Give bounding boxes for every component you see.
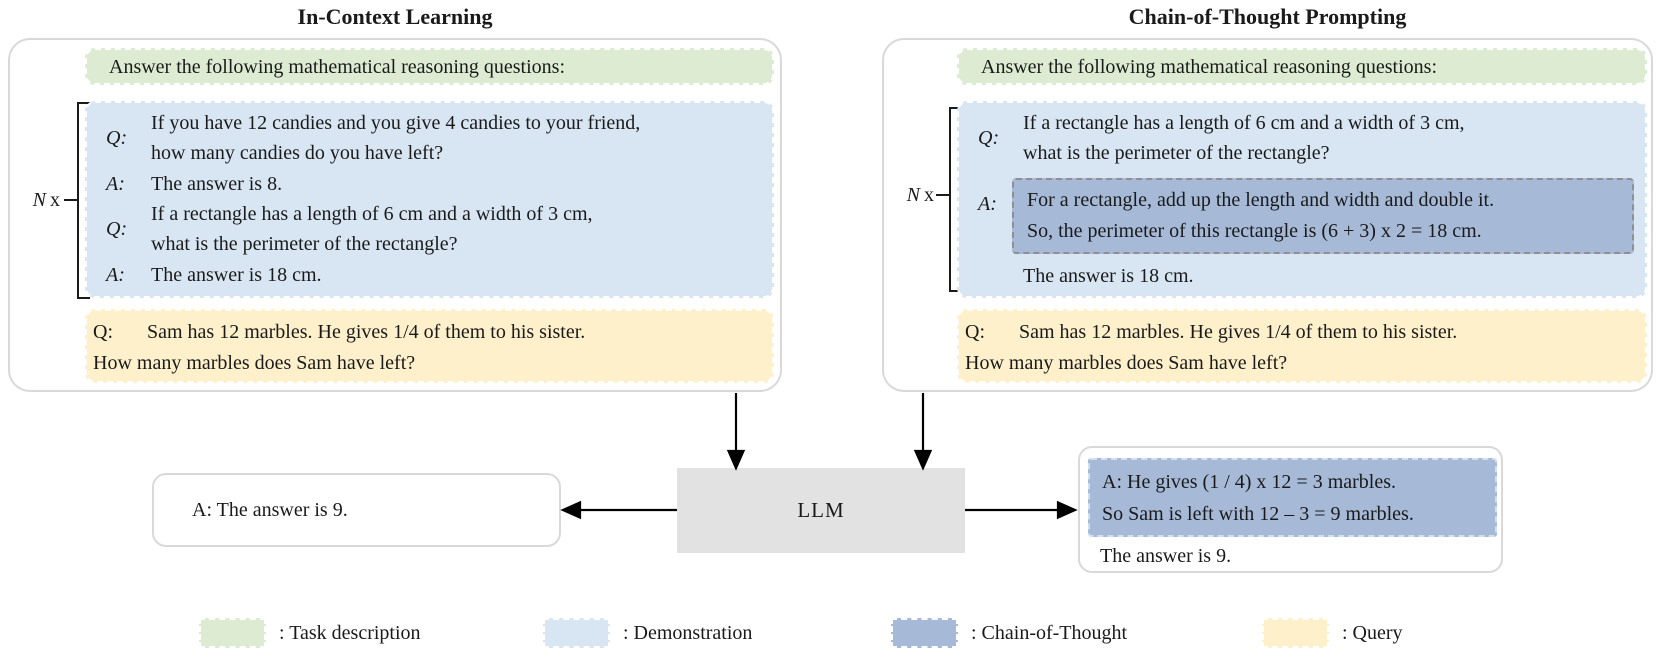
icl-query-line1: Sam has 12 marbles. He gives 1/4 of them…: [147, 321, 586, 343]
cot-demo-q-text: If a rectangle has a length of 6 cm and …: [1023, 108, 1645, 168]
icl-demo-q2-line1: If a rectangle has a length of 6 cm and …: [151, 203, 593, 225]
cot-demo-q-label: Q:: [978, 127, 1000, 149]
icl-task-description-text: Answer the following mathematical reason…: [109, 55, 566, 78]
icl-demo-a1-text: The answer is 8.: [151, 172, 283, 195]
cot-demo-final-answer: The answer is 18 cm.: [1023, 265, 1194, 287]
legend-label-query: : Query: [1342, 622, 1403, 644]
icl-to-llm-arrowhead: [726, 449, 746, 471]
legend-swatch-chain-of-thought: [891, 618, 958, 648]
icl-output-text: A: The answer is 9.: [192, 498, 348, 521]
icl-demo-q1-label: Q:: [106, 127, 128, 149]
cot-output-reasoning-box: A: He gives (1 / 4) x 12 = 3 marbles. So…: [1088, 458, 1497, 537]
icl-query-line2: How many marbles does Sam have left?: [93, 352, 416, 374]
icl-x-symbol: x: [50, 189, 60, 211]
cot-reasoning-line2: So, the perimeter of this rectangle is (…: [1027, 220, 1482, 242]
icl-title: In-Context Learning: [297, 4, 493, 29]
llm-box: LLM: [677, 468, 965, 553]
cot-output-box: A: He gives (1 / 4) x 12 = 3 marbles. So…: [1078, 446, 1503, 573]
llm-label: LLM: [797, 498, 845, 522]
icl-demo-q2-text: If a rectangle has a length of 6 cm and …: [151, 199, 772, 259]
cot-panel: N x Answer the following mathematical re…: [882, 38, 1653, 392]
icl-demo-q2-line2: what is the perimeter of the rectangle?: [151, 233, 458, 255]
icl-demo-a1-row: A: The answer is 8.: [87, 168, 772, 199]
icl-repeat-bracket-top-tick: [77, 102, 90, 104]
icl-demonstration-box: Q: If you have 12 candies and you give 4…: [85, 101, 774, 298]
icl-task-description-box: Answer the following mathematical reason…: [85, 48, 774, 85]
cot-demo-q-row: Q: If a rectangle has a length of 6 cm a…: [959, 108, 1645, 168]
cot-to-llm-arrowhead: [913, 449, 933, 471]
icl-output-box: A: The answer is 9.: [152, 473, 561, 547]
cot-repeat-bracket-connector: [936, 194, 949, 196]
icl-panel: N x Answer the following mathematical re…: [8, 38, 782, 392]
cot-output-final: The answer is 9.: [1100, 545, 1232, 567]
cot-demo-q-line2: what is the perimeter of the rectangle?: [1023, 142, 1330, 164]
icl-demo-a2-label: A:: [106, 263, 125, 286]
icl-demo-q1-row: Q: If you have 12 candies and you give 4…: [87, 108, 772, 168]
legend-item-query: : Query: [1262, 618, 1403, 648]
legend-swatch-query: [1262, 618, 1329, 648]
cot-repeat-bracket-bottom-tick: [949, 290, 962, 292]
legend-item-demonstration: : Demonstration: [543, 618, 752, 648]
icl-demo-a2-text: The answer is 18 cm.: [151, 263, 322, 286]
cot-repeat-bracket-vertical: [949, 107, 951, 292]
cot-repeat-bracket-top-tick: [949, 107, 962, 109]
icl-query-line1-row: Q: Sam has 12 marbles. He gives 1/4 of t…: [93, 317, 764, 348]
cot-output-line2: So Sam is left with 12 – 3 = 9 marbles.: [1102, 503, 1414, 525]
cot-query-box: Q: Sam has 12 marbles. He gives 1/4 of t…: [957, 309, 1647, 383]
cot-n-symbol: N: [906, 184, 920, 206]
icl-demo-q1-line2: how many candies do you have left?: [151, 142, 444, 164]
icl-repeat-bracket-connector: [64, 199, 77, 201]
cot-output-line1: A: He gives (1 / 4) x 12 = 3 marbles.: [1102, 471, 1397, 493]
icl-repeat-count-label: N x: [14, 185, 60, 215]
cot-query-line2: How many marbles does Sam have left?: [965, 352, 1288, 374]
icl-query-box: Q: Sam has 12 marbles. He gives 1/4 of t…: [85, 309, 774, 383]
legend-label-task-description: : Task description: [279, 622, 421, 644]
icl-query-label: Q:: [93, 321, 113, 343]
icl-demo-q1-line1: If you have 12 candies and you give 4 ca…: [151, 112, 641, 134]
llm-to-cot-output-arrowhead: [1056, 500, 1078, 520]
legend-item-chain-of-thought: : Chain-of-Thought: [891, 618, 1127, 648]
cot-title: Chain-of-Thought Prompting: [1128, 4, 1407, 29]
cot-query-line1-row: Q: Sam has 12 marbles. He gives 1/4 of t…: [965, 317, 1637, 348]
cot-reasoning-line1: For a rectangle, add up the length and w…: [1027, 189, 1495, 211]
legend-item-task-description: : Task description: [199, 618, 421, 648]
cot-demonstration-box: Q: If a rectangle has a length of 6 cm a…: [957, 101, 1647, 298]
cot-demo-q-line1: If a rectangle has a length of 6 cm and …: [1023, 112, 1465, 134]
icl-demo-a1-label: A:: [106, 172, 125, 195]
icl-demo-q2-label: Q:: [106, 218, 128, 240]
cot-repeat-count-label: N x: [888, 180, 934, 210]
legend-swatch-demonstration: [543, 618, 610, 648]
icl-repeat-bracket-bottom-tick: [77, 297, 90, 299]
cot-reasoning-box: For a rectangle, add up the length and w…: [1012, 178, 1634, 254]
icl-repeat-bracket-vertical: [77, 102, 79, 299]
icl-demo-q2-row: Q: If a rectangle has a length of 6 cm a…: [87, 199, 772, 259]
legend-swatch-task-description: [199, 618, 266, 648]
cot-demo-a-label: A:: [978, 193, 997, 215]
cot-task-description-text: Answer the following mathematical reason…: [981, 55, 1438, 78]
icl-demo-q1-text: If you have 12 candies and you give 4 ca…: [151, 108, 772, 168]
legend-label-chain-of-thought: : Chain-of-Thought: [971, 622, 1128, 644]
cot-x-symbol: x: [924, 184, 934, 206]
icl-n-symbol: N: [32, 189, 46, 211]
cot-task-description-box: Answer the following mathematical reason…: [957, 48, 1647, 85]
cot-query-label: Q:: [965, 321, 985, 343]
icl-demo-a2-row: A: The answer is 18 cm.: [87, 259, 772, 290]
cot-query-line1: Sam has 12 marbles. He gives 1/4 of them…: [1019, 321, 1458, 343]
legend-label-demonstration: : Demonstration: [623, 622, 753, 644]
llm-to-icl-output-arrowhead: [560, 500, 582, 520]
